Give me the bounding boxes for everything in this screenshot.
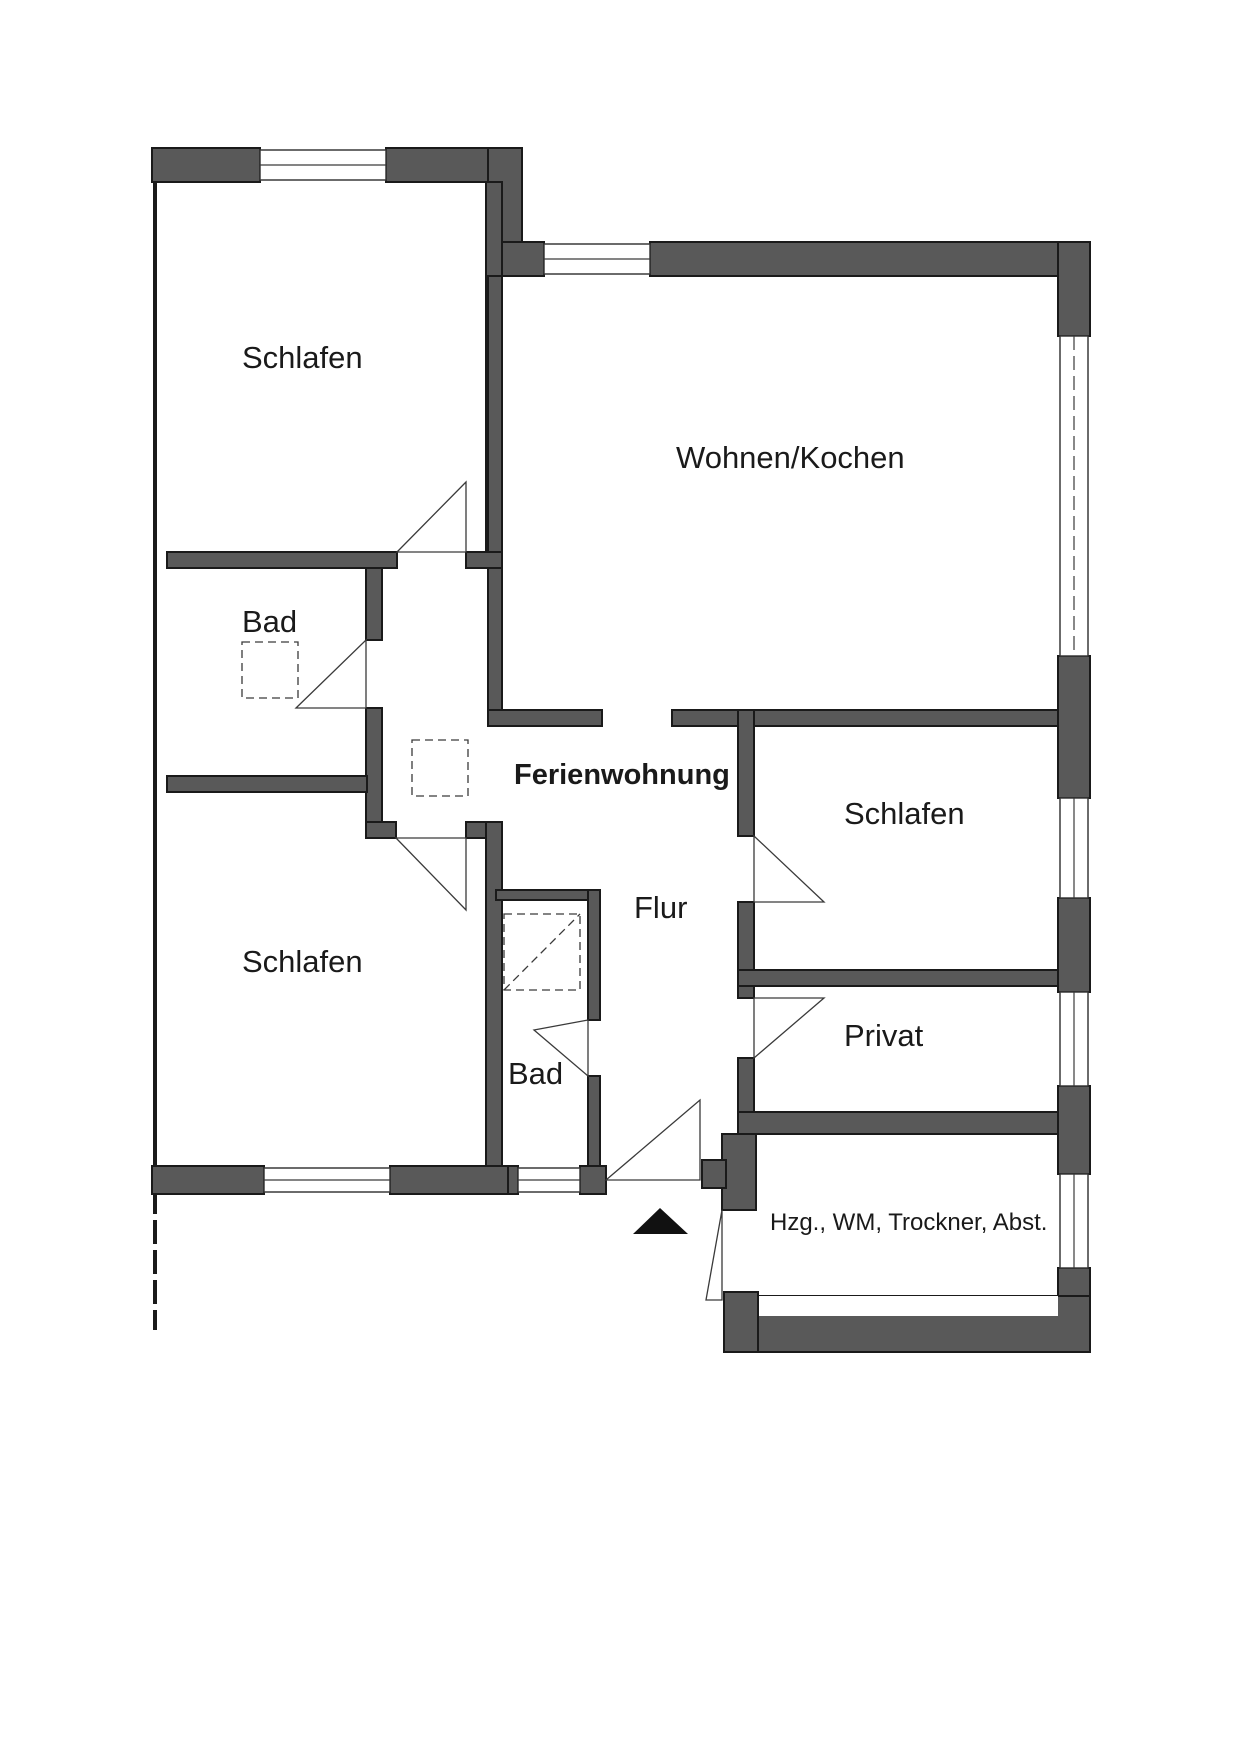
interior-walls xyxy=(166,181,1059,1353)
utility-left-wall-lower xyxy=(723,1291,759,1353)
bedroom-privat-wall xyxy=(737,969,1059,987)
right-wall-3 xyxy=(1057,897,1091,993)
label-wohnen-kochen: Wohnen/Kochen xyxy=(676,440,905,475)
right-wall-4 xyxy=(1057,1085,1091,1175)
label-schlafen-bottom-left: Schlafen xyxy=(242,944,363,979)
living-bottom-wall-right xyxy=(671,709,1059,727)
bedroom-bath-wall xyxy=(166,551,398,569)
shaft-corridor xyxy=(411,739,469,797)
utility-left-step xyxy=(701,1159,727,1189)
privat-utility-wall xyxy=(737,1111,1059,1135)
bath-right-wall-upper xyxy=(365,567,383,641)
bedroom-bath-wall-right xyxy=(465,551,503,569)
entrance-arrow-icon xyxy=(633,1208,688,1234)
bedroom-bl-right-wall xyxy=(485,821,503,1167)
door-utility xyxy=(705,1209,723,1301)
fixtures xyxy=(241,641,581,991)
bath-right-wall-lower xyxy=(365,707,383,839)
bottom-wall-a xyxy=(151,1165,265,1195)
bottom-wall-c xyxy=(507,1165,519,1195)
label-privat: Privat xyxy=(844,1018,924,1053)
label-schlafen-top-left: Schlafen xyxy=(242,340,363,375)
small-bath-top-wall xyxy=(495,889,601,901)
bedroom-right-left-wall-upper xyxy=(737,709,755,837)
utility-left-wall-upper xyxy=(721,1133,757,1211)
bath-bedroom-wall-stub xyxy=(365,821,397,839)
small-bath-right-wall-upper xyxy=(587,889,601,1021)
label-schlafen-right: Schlafen xyxy=(844,796,965,831)
right-wall-1 xyxy=(1057,241,1091,337)
shower-tray-bath-left xyxy=(241,641,299,699)
windows xyxy=(259,149,1089,1269)
door-bedroom-bl xyxy=(394,837,467,912)
shower-tray-small-bath xyxy=(503,913,581,991)
door-bedroom-right xyxy=(753,834,826,903)
shower-diagonal xyxy=(503,913,581,991)
bottom-wall-d xyxy=(579,1165,607,1195)
label-ferienwohnung: Ferienwohnung xyxy=(514,759,730,791)
door-swings xyxy=(294,480,826,1301)
small-bath-right-wall-lower xyxy=(587,1075,601,1167)
label-bad-left: Bad xyxy=(242,604,297,639)
living-bottom-wall-left xyxy=(487,709,603,727)
living-left-wall xyxy=(487,275,503,727)
bottom-wall-b xyxy=(389,1165,519,1195)
room-labels: Schlafen Wohnen/Kochen Bad Ferienwohnung… xyxy=(242,340,1047,1236)
door-small-bath xyxy=(532,1019,589,1078)
door-bedroom-tl xyxy=(395,480,467,553)
right-wall-2 xyxy=(1057,655,1091,799)
utility-bottom-inner xyxy=(758,1296,1058,1316)
top-left-wall-a xyxy=(151,147,261,183)
label-flur: Flur xyxy=(634,890,687,925)
door-bath-left xyxy=(294,638,367,709)
door-entrance xyxy=(604,1098,701,1181)
bath-bedroom-wall xyxy=(166,775,368,793)
label-utility: Hzg., WM, Trockner, Abst. xyxy=(770,1209,1047,1236)
label-bad-small: Bad xyxy=(508,1056,563,1091)
living-top-wall xyxy=(649,241,1091,277)
door-privat xyxy=(753,997,826,1060)
